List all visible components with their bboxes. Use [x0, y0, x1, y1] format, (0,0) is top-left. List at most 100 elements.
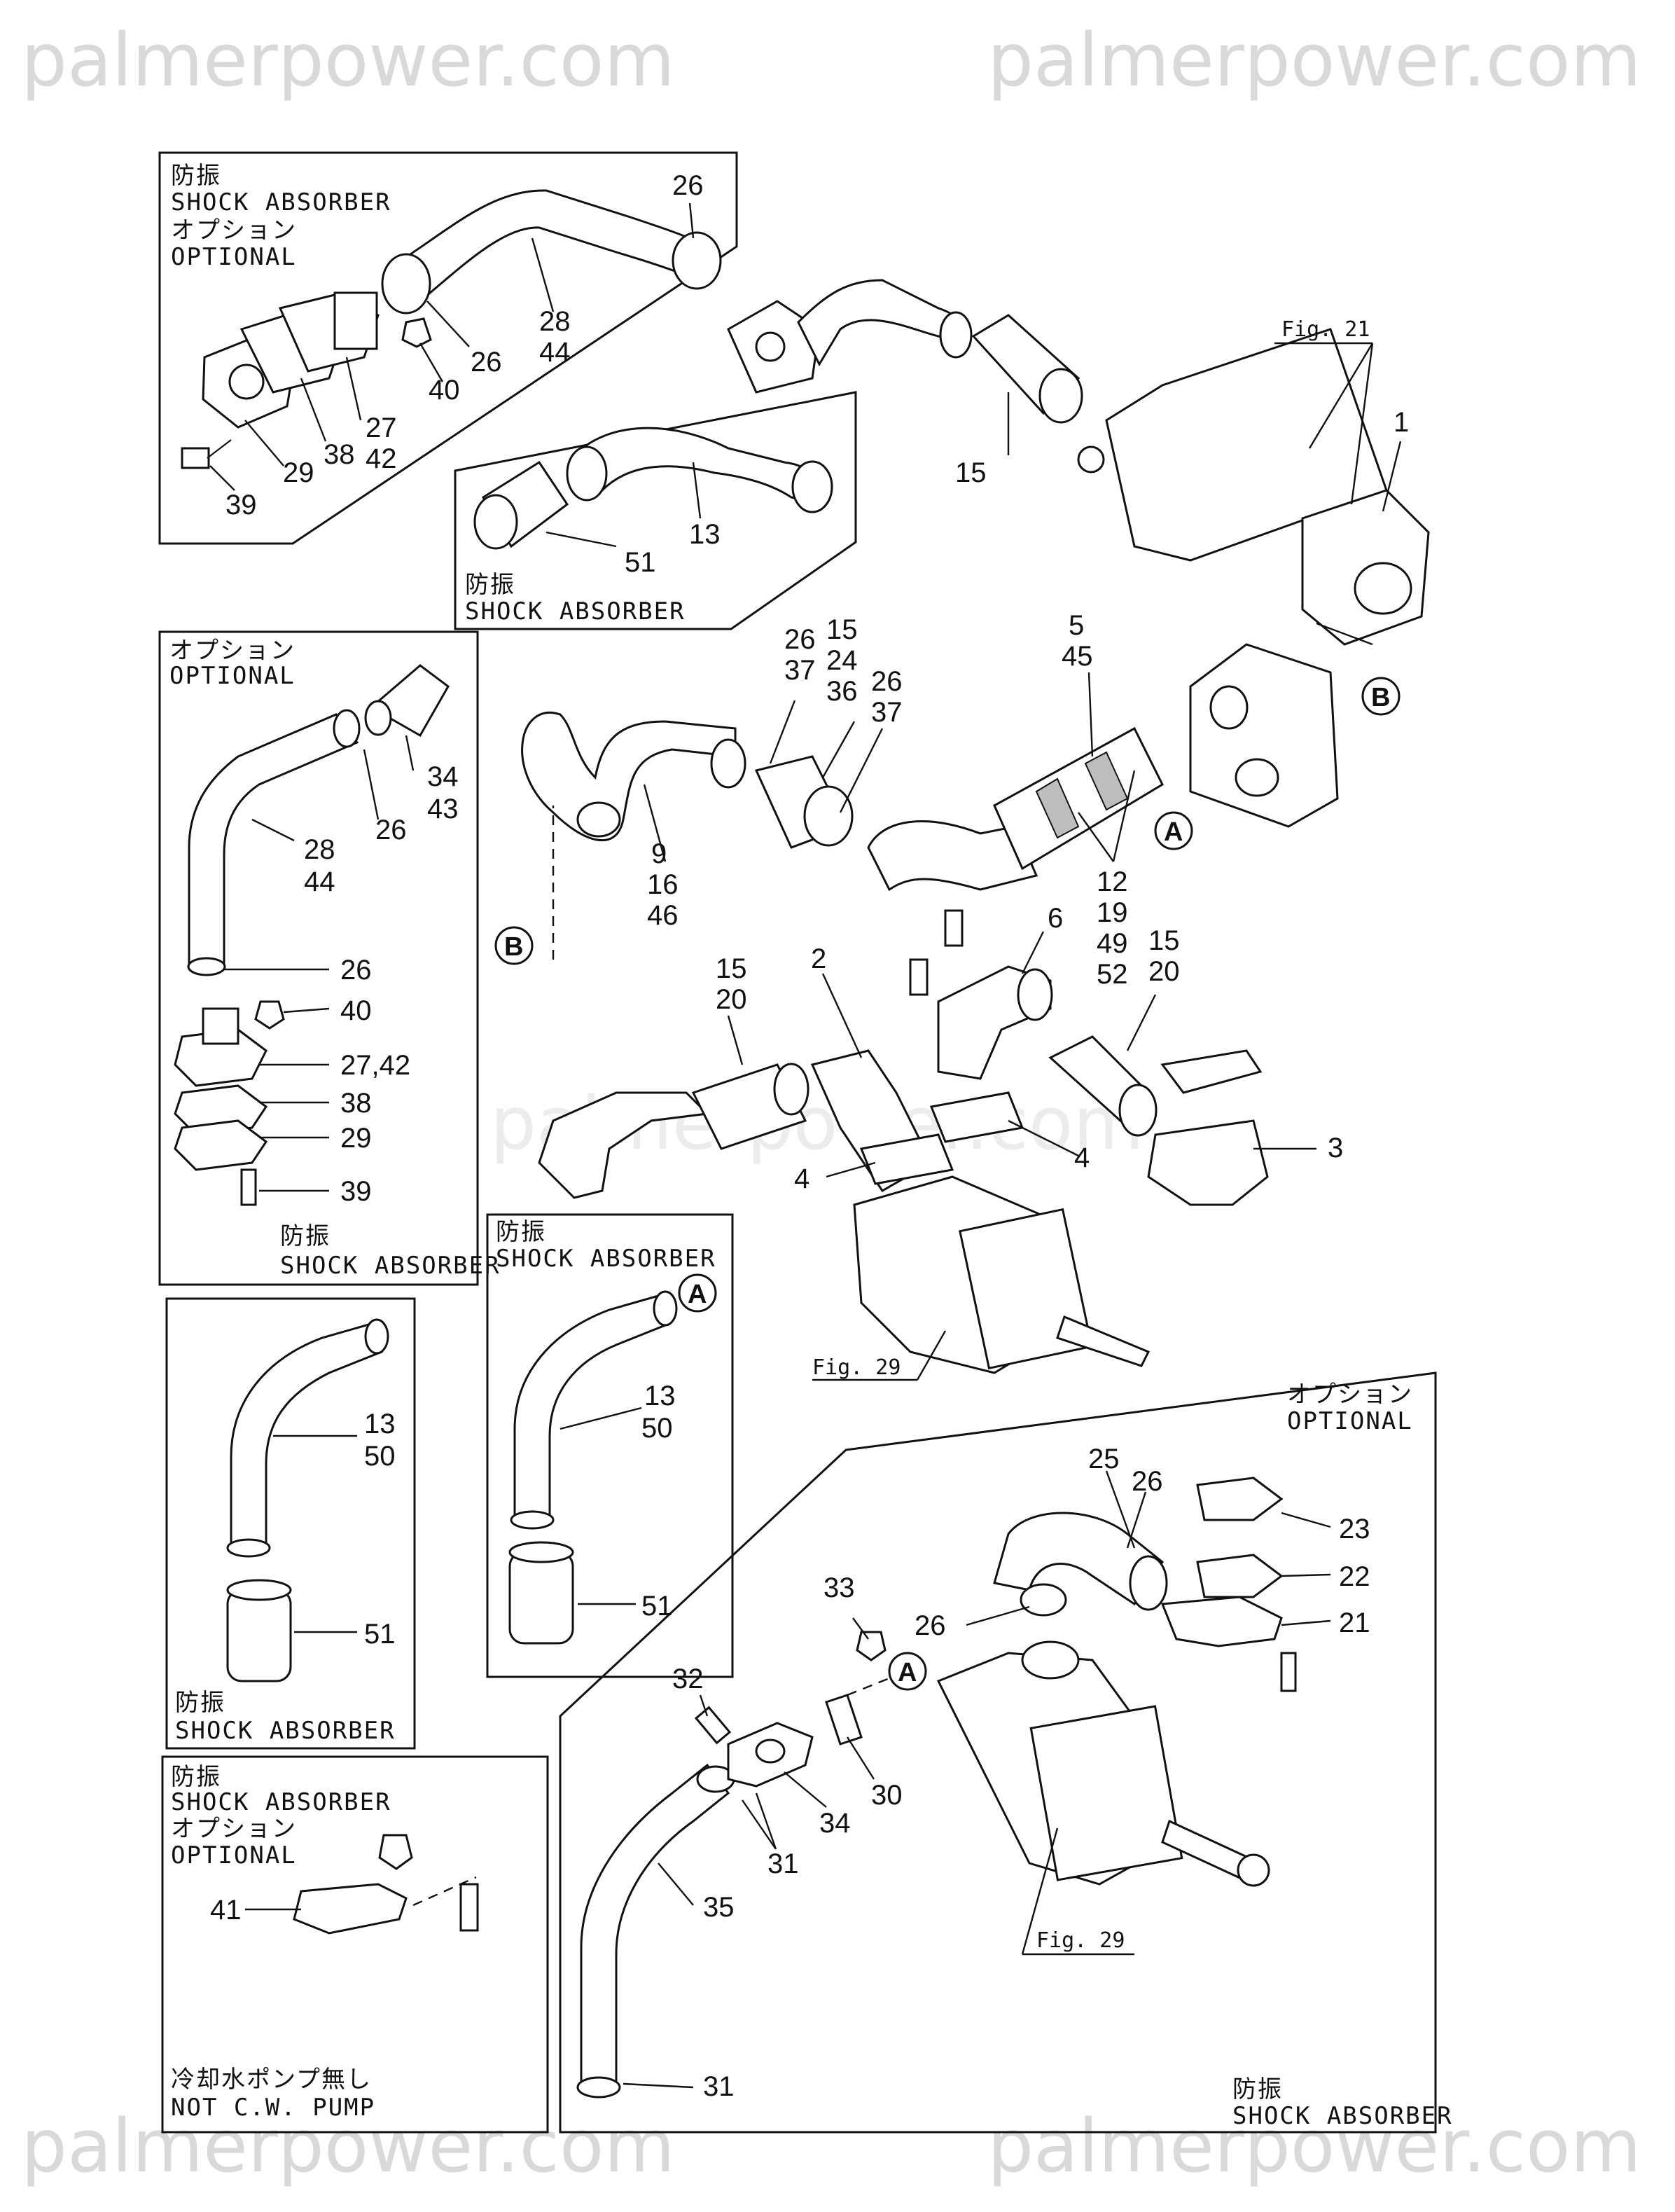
label-2: 2 — [811, 943, 826, 974]
fig29-reference-center: Fig. 29 — [812, 1355, 901, 1380]
pump-mount-plate-bottom — [1029, 1705, 1183, 1881]
panel-title-en: SHOCK ABSORBER — [171, 188, 391, 216]
pipe-bottom-end — [510, 1510, 555, 1530]
label-34-br: 34 — [819, 1808, 851, 1839]
bellows-5-45 — [993, 726, 1164, 871]
bolt-39-head — [181, 447, 210, 469]
fitting-ring — [364, 700, 392, 736]
panel-subtitle-jp: オプション — [171, 1815, 297, 1843]
gasket-30 — [825, 1694, 863, 1746]
label-26-d: 26 — [871, 666, 903, 697]
pipe-35 — [580, 1763, 730, 2089]
callout-b-2: B — [504, 932, 523, 962]
label-34-left: 34 — [427, 761, 459, 792]
blank-plate-41 — [293, 1883, 408, 1935]
panel-title-jp: 防振 — [171, 162, 221, 190]
panel-foot-en: SHOCK ABSORBER — [1232, 2102, 1453, 2130]
panel-shock-left-mid: 13 50 51 防振 SHOCK ABSORBER — [165, 1297, 416, 1750]
pump-shaft — [1056, 1315, 1151, 1367]
elbow-25 — [993, 1512, 1165, 1606]
panel-foot-en: NOT C.W. PUMP — [171, 2094, 375, 2122]
label-31-a: 31 — [767, 1848, 799, 1879]
label-52: 52 — [1097, 959, 1128, 990]
nut-panel-6 — [378, 1834, 413, 1870]
panel-title-jp: オプション — [1287, 1381, 1413, 1409]
panel-frame — [161, 1755, 549, 2134]
hose-51-top — [226, 1579, 292, 1601]
gasket-23 — [1196, 1477, 1284, 1521]
hose-15-20-a-end — [773, 1063, 809, 1116]
label-1: 1 — [1393, 407, 1409, 438]
hose-51-top — [508, 1541, 574, 1563]
label-39-left: 39 — [340, 1176, 372, 1207]
panel-subtitle-jp: オプション — [171, 216, 297, 244]
label-15-e: 15 — [716, 953, 747, 984]
watermark-bottom-right: palmerpower.com — [987, 2103, 1641, 2189]
bolt-21 — [1280, 1652, 1297, 1692]
label-40-left: 40 — [340, 995, 372, 1026]
bolt-center-b — [944, 909, 964, 947]
panel-title-en: OPTIONAL — [169, 662, 296, 690]
fig21-reference: Fig. 21 — [1281, 317, 1370, 342]
bolt-32 — [694, 1706, 732, 1745]
label-26-br-b: 26 — [915, 1610, 946, 1641]
label-29: 29 — [283, 457, 314, 488]
callout-a: A — [1164, 817, 1183, 847]
label-45: 45 — [1062, 641, 1093, 672]
panel-title-en: SHOCK ABSORBER — [465, 597, 686, 625]
panel-title-jp: 防振 — [496, 1218, 546, 1246]
label-26-c: 26 — [784, 624, 816, 655]
panel-title-en: SHOCK ABSORBER — [171, 1788, 391, 1816]
label-29-left: 29 — [340, 1123, 372, 1154]
pump-mount-plate — [959, 1208, 1093, 1370]
label-22: 22 — [1339, 1561, 1370, 1592]
label-33: 33 — [823, 1572, 855, 1603]
panel-frame — [486, 1213, 734, 1678]
callout-a-circle — [1154, 811, 1193, 850]
panel-subtitle-en: OPTIONAL — [171, 243, 297, 271]
panel-frame — [158, 630, 479, 1286]
elbow-end — [939, 311, 973, 359]
label-44: 44 — [539, 337, 571, 368]
pipe-13-end — [566, 445, 608, 502]
label-38: 38 — [324, 439, 355, 470]
label-20-e: 20 — [716, 984, 747, 1015]
label-13-midleft: 13 — [364, 1409, 396, 1439]
panel-shock-hose: 防振 SHOCK ABSORBER 51 13 — [454, 391, 857, 630]
panel-foot-en: SHOCK ABSORBER — [280, 1252, 501, 1280]
hose-9-end — [710, 738, 746, 789]
label-38-left: 38 — [340, 1088, 372, 1119]
panel-not-cw-pump: 防振 SHOCK ABSORBER オプション OPTIONAL 41 冷却水ポ… — [161, 1755, 549, 2134]
panel-optional-left: オプション OPTIONAL 34 43 26 28 44 26 40 27,4… — [158, 630, 501, 1286]
label-4-left: 4 — [794, 1163, 809, 1194]
pipe-top-end — [653, 1290, 678, 1327]
label-19: 19 — [1097, 897, 1128, 928]
label-27: 27 — [366, 413, 397, 443]
label-28: 28 — [539, 306, 571, 337]
manifold-port-a — [1209, 685, 1249, 730]
pipe-35-end-clamp — [576, 2076, 621, 2099]
panel-title-jp: オプション — [169, 637, 296, 665]
panel-title-en: OPTIONAL — [1287, 1407, 1413, 1435]
label-28-left: 28 — [304, 834, 335, 865]
label-23: 23 — [1339, 1514, 1370, 1544]
label-32: 32 — [672, 1664, 704, 1694]
elbow-25-end — [1129, 1555, 1168, 1611]
callout-a-center: A — [688, 1280, 707, 1309]
callout-a-circle-bottom — [888, 1652, 927, 1691]
elbow-3 — [1147, 1119, 1269, 1206]
heat-exchanger-endcap — [1301, 489, 1430, 646]
pipe-top-end — [364, 1318, 389, 1355]
label-51-midleft: 51 — [364, 1619, 396, 1650]
label-4-right: 4 — [1074, 1142, 1090, 1173]
nut-40 — [401, 317, 432, 348]
watermark-bottom-left: palmerpower.com — [21, 2103, 675, 2189]
label-41: 41 — [210, 1895, 242, 1926]
label-27-42-left: 27,42 — [340, 1050, 410, 1081]
label-9: 9 — [651, 838, 667, 869]
label-37-c: 37 — [784, 655, 816, 686]
callout-b-circle — [1361, 677, 1401, 716]
label-26-left: 26 — [375, 815, 407, 845]
panel-title-en: SHOCK ABSORBER — [175, 1717, 396, 1745]
